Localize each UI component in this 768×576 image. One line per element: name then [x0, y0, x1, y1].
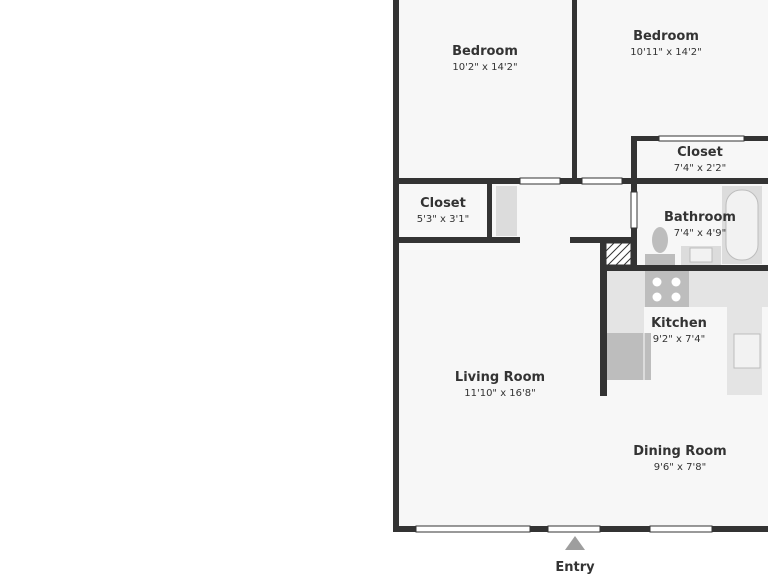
closet-upper-doorway: [658, 135, 745, 142]
window-top-a: [519, 177, 561, 185]
bathroom-bottom-wall: [600, 265, 768, 271]
bedroom-left-name: Bedroom: [452, 44, 518, 59]
hatched-chase: [605, 242, 632, 266]
bedroom-left-dims: 10'2" x 14'2": [452, 62, 517, 73]
kitchen-counter-left: [607, 271, 644, 333]
bedroom-left-bottom-wall: [396, 178, 520, 184]
refrigerator: [607, 333, 651, 380]
bathroom-dims: 7'4" x 4'9": [674, 228, 726, 239]
closet-upper-left-wall: [631, 136, 637, 184]
bathtub: [722, 186, 762, 264]
chase-wall: [600, 237, 606, 270]
closet-left-right-wall: [487, 178, 492, 242]
closet-left-bottom-wall: [396, 237, 520, 243]
bedroom-right-bottom-wall: [622, 178, 768, 184]
bedroom-right-dims: 10'11" x 14'2": [630, 47, 702, 58]
fixtures: [496, 186, 768, 395]
window-bottom-right: [649, 525, 713, 533]
kitchen-dims: 9'2" x 7'4": [653, 334, 705, 345]
window-bottom-left: [415, 525, 531, 533]
bathroom-vanity: [681, 246, 721, 265]
stove: [645, 271, 689, 307]
kitchen-sink: [733, 333, 761, 369]
windows: [415, 135, 745, 533]
closet-left-name: Closet: [420, 196, 466, 211]
bedroom-right-name: Bedroom: [633, 29, 699, 44]
bathroom-left-wall-bottom: [631, 228, 637, 270]
outer-wall-left: [393, 0, 399, 532]
kitchen-counter-right: [727, 271, 762, 395]
closet-upper-top-wall-b: [744, 136, 768, 141]
closet-upper-name: Closet: [677, 145, 723, 160]
kitchen-name: Kitchen: [651, 316, 707, 331]
closet-upper-top-wall-a: [631, 136, 659, 141]
living-room-dims: 11'10" x 16'8": [464, 388, 536, 399]
kitchen-left-wall: [600, 265, 607, 396]
closet-left-dims: 5'3" x 3'1": [417, 214, 469, 225]
toilet: [645, 227, 675, 265]
dining-room-name: Dining Room: [633, 444, 726, 459]
window-top-b: [581, 177, 623, 185]
bathroom-doorway: [630, 191, 638, 229]
closet-upper-dims: 7'4" x 2'2": [674, 163, 726, 174]
entry-label: Entry: [555, 560, 595, 575]
wall-between-bedrooms: [572, 0, 577, 184]
bathroom-name: Bathroom: [664, 210, 736, 225]
hall-closet-shelf: [496, 186, 517, 236]
living-room-name: Living Room: [455, 370, 545, 385]
dining-room-dims: 9'6" x 7'8": [654, 462, 706, 473]
entry-doorway: [547, 525, 601, 533]
entry-arrow-icon: [565, 536, 585, 550]
bedroom-wall-segment: [560, 178, 582, 184]
bathroom-left-wall-top: [631, 178, 637, 192]
